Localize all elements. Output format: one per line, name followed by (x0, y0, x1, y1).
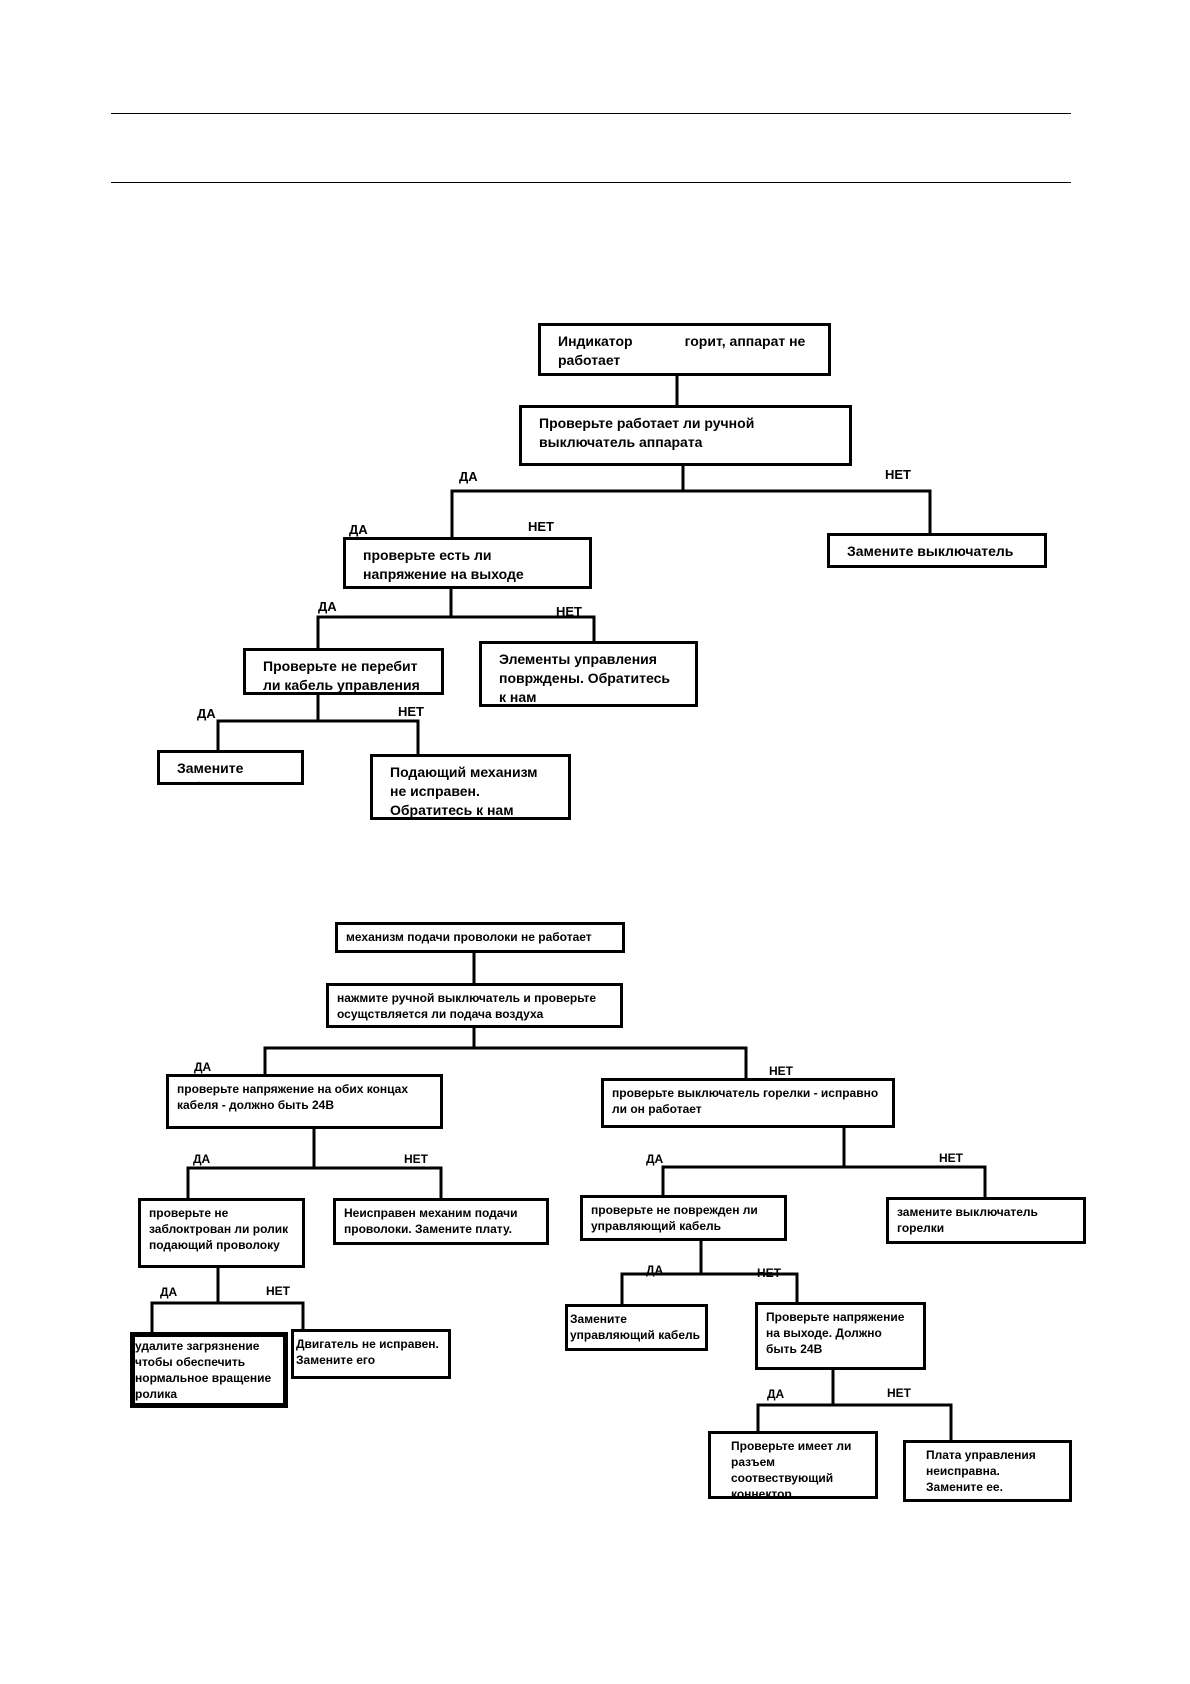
node-check-control-cable: Проверьте не перебит ли кабель управлени… (243, 648, 444, 695)
label-no: НЕТ (266, 1284, 290, 1298)
node-check-output-voltage-24v: Проверьте напряжение на выходе. Должно б… (755, 1302, 926, 1370)
node-check-output-voltage: проверьте есть ли напряжение на выходе (343, 537, 592, 589)
label-yes: ДА (194, 1060, 212, 1074)
label-yes: ДА (459, 469, 478, 484)
label-yes: ДА (318, 599, 337, 614)
node-control-board-faulty: Плата управления неисправна. Замените ее… (903, 1440, 1072, 1502)
header-rule-top (111, 113, 1071, 114)
node-check-connector: Проверьте имеет ли разъем соотвествующий… (708, 1431, 878, 1499)
node-motor-faulty: Двигатель не исправен. Замените его (291, 1329, 451, 1379)
node-check-voltage-cable-ends: проверьте напряжение на обих концах кабе… (166, 1074, 443, 1129)
node-check-control-cable-damage: проверьте не поврежден ли управляющий ка… (580, 1195, 787, 1241)
node-indicator-on-post: горит, аппарат не работает (558, 333, 806, 368)
node-feed-mechanism-faulty: Неисправен механим подачи проволоки. Зам… (333, 1198, 549, 1245)
node-replace-switch: Замените выключатель (827, 533, 1047, 568)
label-yes: ДА (197, 706, 216, 721)
label-no: НЕТ (757, 1266, 781, 1280)
header-rule-bottom (111, 182, 1071, 183)
node-check-roller: проверьте не заблоктрован ли ролик подаю… (138, 1198, 305, 1268)
node-replace-control-cable: Замените управляющий кабель (565, 1304, 708, 1351)
label-no: НЕТ (939, 1151, 963, 1165)
label-no: НЕТ (528, 519, 554, 534)
label-no: НЕТ (885, 467, 911, 482)
label-yes: ДА (193, 1152, 211, 1166)
node-wire-feed-not-working: механизм подачи проволоки не работает (335, 922, 625, 953)
node-remove-dirt: удалите загрязнение чтобы обеспечить нор… (130, 1332, 288, 1408)
label-yes: ДА (646, 1152, 664, 1166)
node-replace-cable: Замените кабель (157, 750, 304, 785)
label-no: НЕТ (887, 1386, 911, 1400)
label-yes: ДА (767, 1387, 785, 1401)
node-indicator-on-pre: Индикатор (558, 333, 633, 349)
label-no: НЕТ (404, 1152, 428, 1166)
label-yes: ДА (646, 1263, 664, 1277)
node-press-switch-check-air: нажмите ручной выключатель и проверьте о… (326, 983, 623, 1028)
label-yes: ДА (160, 1285, 178, 1299)
node-feeder-faulty: Подающий механизм не исправен. Обратитес… (370, 754, 571, 820)
label-no: НЕТ (398, 704, 424, 719)
node-check-manual-switch: Проверьте работает ли ручной выключатель… (519, 405, 852, 466)
label-no: НЕТ (769, 1064, 793, 1078)
node-replace-torch-switch: замените выключатель горелки (886, 1197, 1086, 1244)
node-controls-damaged: Элементы управления поврждены. Обратитес… (479, 641, 698, 707)
node-check-torch-switch: проверьте выключатель горелки - исправно… (601, 1078, 895, 1128)
label-yes: ДА (349, 522, 368, 537)
label-no: НЕТ (556, 604, 582, 619)
